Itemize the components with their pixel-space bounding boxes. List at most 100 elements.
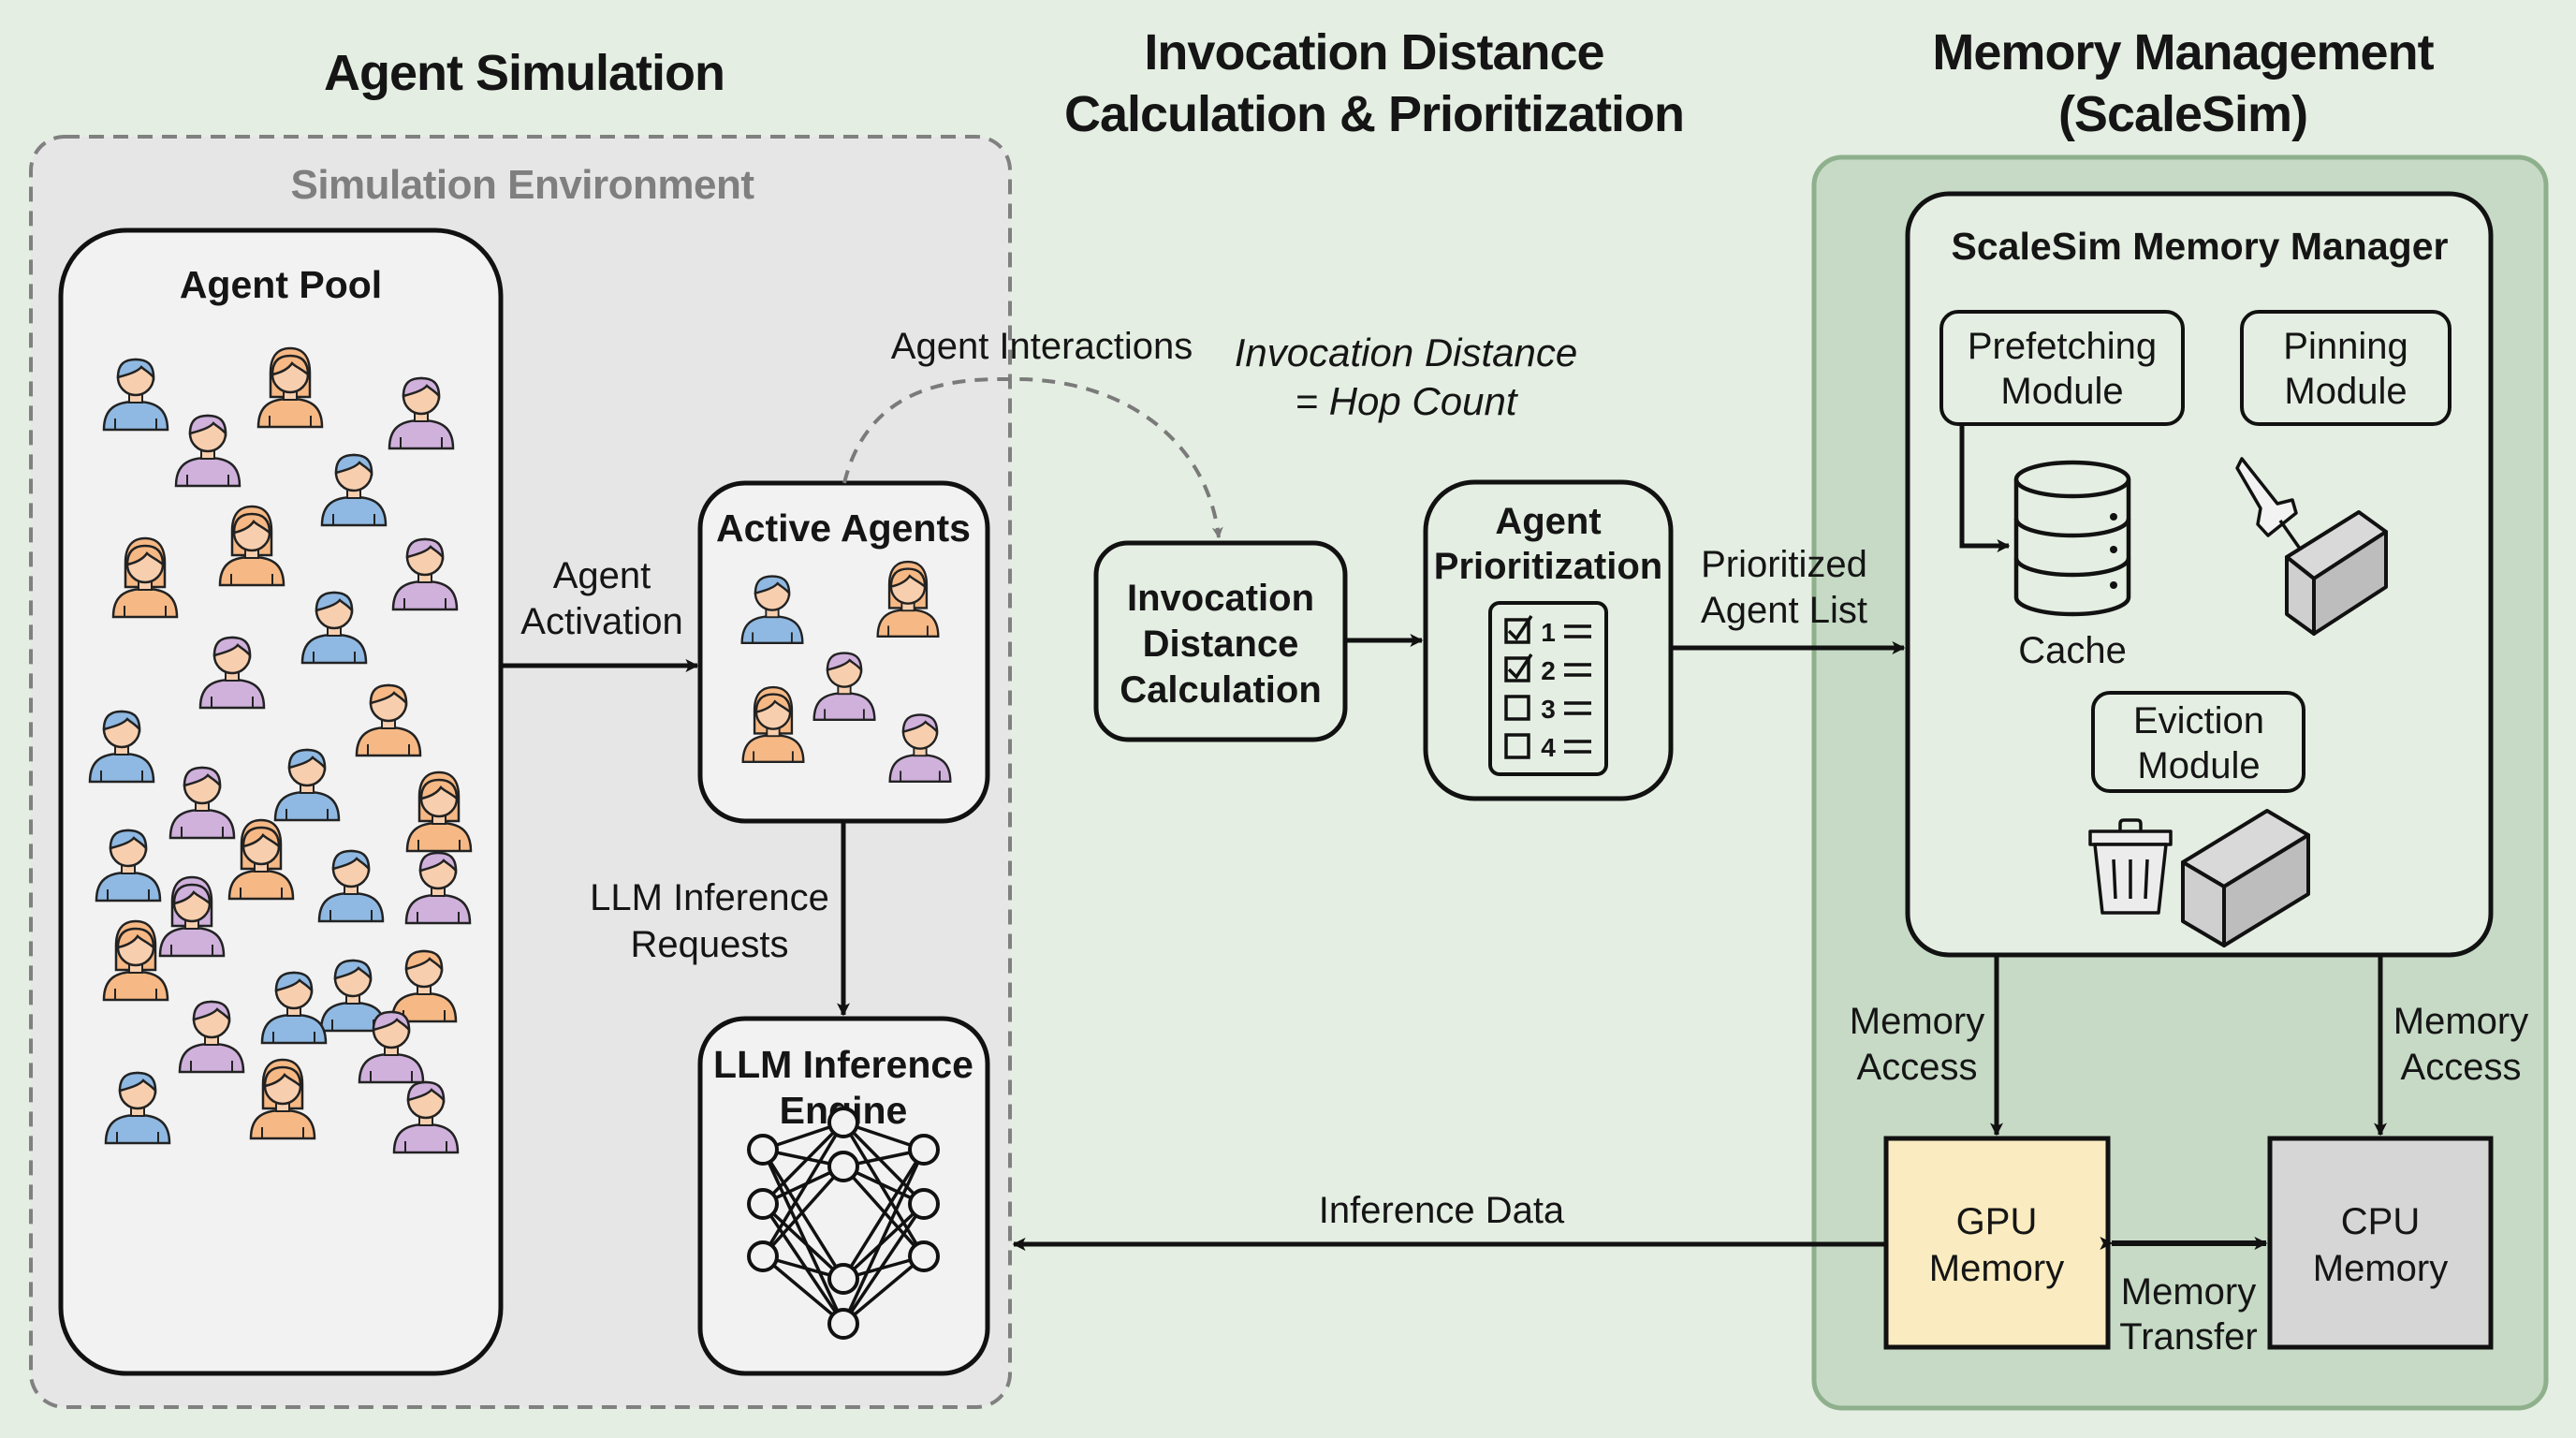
- section-title-memory-line2: (ScaleSim): [2058, 86, 2307, 142]
- cpu-memory-line2: Memory: [2313, 1248, 2448, 1289]
- agent-female-icon: [158, 875, 226, 958]
- invocation-note-line2: = Hop Count: [1295, 379, 1519, 423]
- memory-manager-box: [1905, 191, 2494, 958]
- invocation-note-line1: Invocation Distance: [1235, 330, 1578, 374]
- llm-inference-engine[interactable]: LLM Inference Engine: [697, 1016, 990, 1376]
- cache-label: Cache: [2018, 630, 2127, 671]
- agent-male-icon: [168, 766, 236, 840]
- prioritized-list-label-line1: Prioritized: [1701, 544, 1867, 585]
- agent-male-icon: [273, 748, 341, 822]
- llm-engine-box: [697, 1016, 990, 1376]
- database-icon: [2013, 460, 2131, 617]
- prioritized-list-label-line2: Agent List: [1701, 590, 1867, 631]
- agent-male-icon: [88, 710, 155, 784]
- agent-activation-label-line2: Activation: [520, 601, 682, 642]
- prefetch-to-cache-arrow: [1959, 426, 2011, 552]
- agent-female-icon: [741, 685, 805, 763]
- agent-male-icon: [198, 636, 266, 710]
- agent-female-icon: [405, 770, 473, 853]
- pinning-line2: Module: [2284, 371, 2407, 412]
- unchecked-box-icon: [1504, 733, 1530, 759]
- memory-access-right-line1: Memory: [2393, 1001, 2528, 1042]
- agent-pool-icons: [88, 346, 473, 1154]
- gpu-memory-line1: GPU: [1956, 1201, 2038, 1242]
- agent-male-icon: [178, 1000, 245, 1074]
- simulation-environment-label: Simulation Environment: [290, 162, 754, 208]
- agent-male-icon: [355, 683, 422, 757]
- evicted-block-icon: [2181, 809, 2310, 947]
- neural-network-icon: [747, 1107, 940, 1340]
- priority-list-icon: [1488, 601, 1608, 776]
- agent-male-icon: [320, 453, 388, 527]
- agent-male-icon: [812, 652, 876, 721]
- priority-list-item: 4: [1504, 733, 1591, 762]
- prefetching-module-box: [1939, 310, 2185, 426]
- priority-number: 1: [1541, 618, 1556, 647]
- agent-female-icon: [111, 536, 179, 619]
- memory-transfer-line1: Memory: [2121, 1271, 2256, 1313]
- inference-data-label: Inference Data: [1319, 1190, 1565, 1231]
- eviction-line1: Eviction: [2133, 700, 2264, 741]
- agent-male-icon: [391, 537, 459, 611]
- agent-male-icon: [388, 376, 455, 450]
- agent-male-icon: [358, 1010, 425, 1084]
- prefetching-module[interactable]: Prefetching Module: [1939, 310, 2185, 426]
- pinning-line1: Pinning: [2283, 326, 2408, 367]
- trash-icon: [2088, 818, 2173, 915]
- pinning-module[interactable]: Pinning Module: [2240, 310, 2452, 426]
- memory-access-left-line1: Memory: [1850, 1001, 1984, 1042]
- invocation-distance-calculation[interactable]: Invocation Distance Calculation: [1093, 540, 1348, 742]
- agent-male-icon: [300, 591, 368, 665]
- eviction-module[interactable]: Eviction Module: [2091, 691, 2305, 793]
- nn-node: [827, 1107, 859, 1138]
- prioritization-box: [1423, 479, 1674, 801]
- nn-node: [747, 1188, 779, 1220]
- gpu-memory-line2: Memory: [1929, 1248, 2064, 1289]
- cpu-memory[interactable]: CPU Memory: [2267, 1136, 2494, 1350]
- section-title-agent-simulation: Agent Simulation: [324, 45, 724, 101]
- nn-node: [908, 1134, 940, 1166]
- agent-male-icon: [174, 414, 242, 488]
- agent-female-icon: [218, 505, 285, 587]
- agent-male-icon: [102, 358, 169, 432]
- active-agents-title: Active Agents: [716, 506, 971, 550]
- gpu-memory[interactable]: GPU Memory: [1883, 1136, 2111, 1350]
- cpu-memory-box: [2267, 1136, 2494, 1350]
- checked-box-icon: [1504, 618, 1530, 644]
- invocation-calc-box: [1093, 540, 1348, 742]
- agent-male-icon: [392, 1080, 460, 1154]
- nn-node: [827, 1308, 859, 1340]
- memory-access-right-line2: Access: [2401, 1047, 2522, 1088]
- block-icon: [2285, 510, 2388, 636]
- invocation-calc-line2: Distance: [1143, 624, 1299, 665]
- section-title-memory-line1: Memory Management: [1932, 24, 2434, 81]
- llm-requests-label-line2: Requests: [631, 924, 789, 965]
- invocation-calc-line3: Calculation: [1120, 669, 1322, 711]
- memory-manager-title: ScaleSim Memory Manager: [1952, 225, 2449, 268]
- section-title-invocation-line1: Invocation Distance: [1144, 24, 1603, 81]
- agent-activation-label-line1: Agent: [553, 555, 651, 596]
- agent-female-icon: [876, 560, 940, 638]
- scalesim-memory-manager[interactable]: ScaleSim Memory Manager Prefetching Modu…: [1905, 191, 2494, 958]
- priority-number: 4: [1541, 733, 1556, 762]
- section-title-invocation-line2: Calculation & Prioritization: [1064, 86, 1684, 142]
- llm-requests-label-line1: LLM Inference: [590, 877, 829, 918]
- gpu-memory-box: [1883, 1136, 2111, 1350]
- nn-node: [747, 1134, 779, 1166]
- eviction-line2: Module: [2137, 745, 2260, 786]
- eviction-module-box: [2091, 691, 2305, 793]
- agent-pool[interactable]: Agent Pool: [58, 227, 504, 1376]
- agent-male-icon: [404, 851, 472, 925]
- memory-transfer-line2: Transfer: [2119, 1316, 2257, 1357]
- unchecked-box-icon: [1504, 695, 1530, 721]
- prefetching-line2: Module: [2000, 371, 2123, 412]
- active-agents[interactable]: Active Agents: [697, 480, 990, 824]
- cpu-memory-line1: CPU: [2341, 1201, 2420, 1242]
- agent-interactions-label: Agent Interactions: [891, 326, 1193, 367]
- priority-list-item: 3: [1504, 695, 1591, 724]
- agent-pool-title: Agent Pool: [180, 263, 382, 306]
- agent-female-icon: [227, 818, 295, 901]
